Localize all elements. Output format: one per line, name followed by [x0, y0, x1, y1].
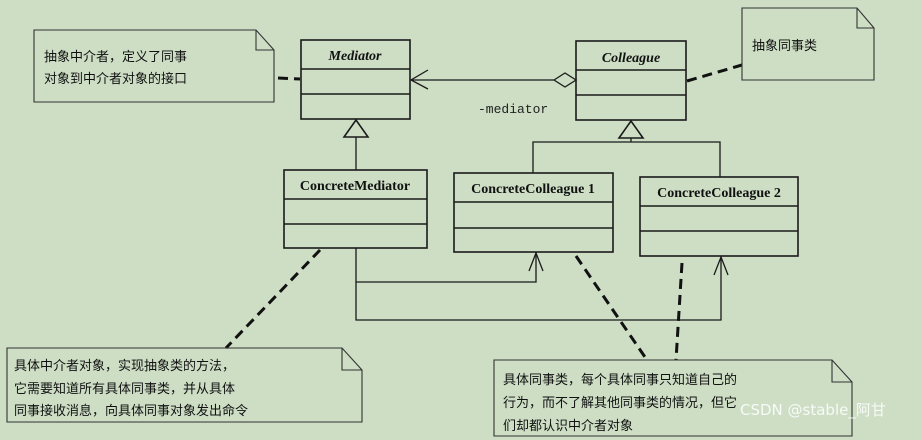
- association-to-cc2: [355, 255, 729, 321]
- class-concrete-colleague-2[interactable]: ConcreteColleague 2: [639, 176, 799, 257]
- class-name: ConcreteColleague 1: [471, 182, 595, 197]
- note-connector: [224, 248, 322, 350]
- generalization-line: [532, 141, 721, 177]
- note-connector: [674, 262, 684, 361]
- note-connector: [574, 255, 649, 361]
- association-to-cc1: [355, 248, 544, 283]
- inheritance-triangle: [342, 118, 370, 138]
- note-line: 具体同事类，每个具体同事只知道自己的: [503, 372, 737, 388]
- class-name: Colleague: [602, 51, 660, 66]
- note-line: 们却都认识中介者对象: [503, 419, 633, 434]
- aggregation-association: [409, 69, 578, 90]
- note-mediator-line-2: 对象到中介者对象的接口: [44, 71, 187, 87]
- class-name: Mediator: [328, 49, 382, 64]
- inheritance-triangle: [617, 119, 645, 139]
- note-line: 具体中介者对象，实现抽象类的方法，: [14, 358, 235, 374]
- class-mediator[interactable]: Mediator: [300, 39, 411, 120]
- note-concrete-mediator: 具体中介者对象，实现抽象类的方法， 它需要知道所有具体同事类，并从具体 同事接收…: [6, 347, 363, 423]
- note-connector: [277, 76, 301, 81]
- note-connector: [686, 63, 743, 83]
- class-concrete-mediator[interactable]: ConcreteMediator: [283, 169, 428, 249]
- note-line: 行为，而不了解其他同事类的情况，但它: [503, 395, 737, 411]
- class-colleague[interactable]: Colleague: [575, 40, 687, 121]
- note-colleague: 抽象同事类: [741, 7, 875, 81]
- note-colleague-line-1: 抽象同事类: [752, 39, 817, 54]
- class-name: ConcreteMediator: [300, 179, 410, 194]
- note-mediator-line-1: 抽象中介者，定义了同事: [44, 50, 187, 65]
- note-line: 同事接收消息，向具体同事对象发出命令: [14, 403, 248, 419]
- class-concrete-colleague-1[interactable]: ConcreteColleague 1: [453, 172, 614, 253]
- note-mediator: 抽象中介者，定义了同事 对象到中介者对象的接口: [33, 29, 275, 103]
- class-name: ConcreteColleague 2: [657, 186, 781, 201]
- watermark: CSDN @stable_阿甘: [740, 401, 886, 420]
- note-concrete-colleague: 具体同事类，每个具体同事只知道自己的 行为，而不了解其他同事类的情况，但它 们却…: [493, 359, 853, 437]
- association-role-label: -mediator: [478, 102, 548, 117]
- note-line: 它需要知道所有具体同事类，并从具体: [14, 381, 235, 397]
